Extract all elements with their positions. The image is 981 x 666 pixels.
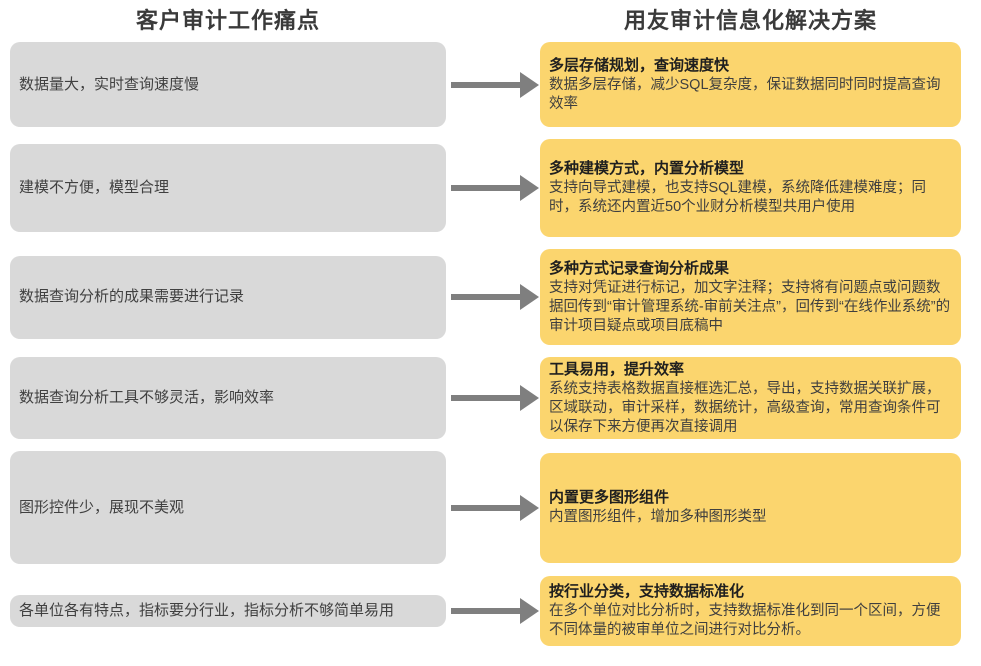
- solution-box: 多种方式记录查询分析成果 支持对凭证进行标记，加文字注释；支持将有问题点或问题数…: [540, 249, 961, 345]
- arrow-line: [451, 395, 520, 401]
- pain-column-title: 客户审计工作痛点: [135, 8, 320, 33]
- pain-text: 数据量大，实时查询速度慢: [19, 75, 200, 93]
- pain-solution-row: 数据查询分析的成果需要进行记录 多种方式记录查询分析成果 支持对凭证进行标记，加…: [10, 249, 981, 345]
- arrow-right-icon: [520, 385, 539, 411]
- column-headers: 客户审计工作痛点 用友审计信息化解决方案: [10, 8, 981, 34]
- solution-box: 多层存储规划，查询速度快 数据多层存储，减少SQL复杂度，保证数据同时同时提高查…: [540, 42, 961, 127]
- solution-box: 多种建模方式，内置分析模型 支持向导式建模，也支持SQL建模，系统降低建模难度；…: [540, 139, 961, 237]
- arrow-line: [451, 81, 520, 88]
- arrow-right-icon: [520, 175, 539, 201]
- solution-box: 内置更多图形组件 内置图形组件，增加多种图形类型: [540, 452, 961, 563]
- arrow-line: [451, 185, 520, 191]
- solution-title: 工具易用，提升效率: [549, 360, 685, 378]
- arrow-right-icon: [520, 494, 539, 521]
- pain-text: 数据查询分析的成果需要进行记录: [19, 288, 245, 305]
- arrow-line: [451, 294, 520, 300]
- pain-box: 各单位各有特点，指标要分行业，指标分析不够简单易用: [10, 595, 446, 627]
- arrow-connector: [446, 175, 540, 201]
- pain-text: 建模不方便，模型合理: [19, 179, 170, 196]
- solution-body: 数据多层存储，减少SQL复杂度，保证数据同时同时提高查询效率: [549, 76, 941, 112]
- solution-box: 工具易用，提升效率 系统支持表格数据直接框选汇总，导出，支持数据关联扩展，区域联…: [540, 357, 961, 439]
- arrow-right-icon: [520, 598, 539, 624]
- arrow-right-icon: [520, 71, 539, 98]
- solution-title: 多种方式记录查询分析成果: [549, 259, 730, 277]
- arrow-connector: [446, 284, 540, 310]
- pain-text: 数据查询分析工具不够灵活，影响效率: [19, 389, 275, 406]
- pain-solution-row: 数据量大，实时查询速度慢 多层存储规划，查询速度快 数据多层存储，减少SQL复杂…: [10, 42, 981, 127]
- solution-body: 系统支持表格数据直接框选汇总，导出，支持数据关联扩展，区域联动，审计采样，数据统…: [549, 380, 941, 435]
- arrow-connector: [446, 71, 540, 98]
- pain-text: 图形控件少，展现不美观: [19, 498, 185, 516]
- pain-box: 图形控件少，展现不美观: [10, 451, 446, 564]
- pain-box: 建模不方便，模型合理: [10, 144, 446, 232]
- solution-box: 按行业分类，支持数据标准化 在多个单位对比分析时，支持数据标准化到同一个区间，方…: [540, 576, 961, 646]
- arrow-connector: [446, 385, 540, 411]
- solution-title: 按行业分类，支持数据标准化: [549, 583, 745, 600]
- arrow-right-icon: [520, 284, 539, 310]
- arrow-connector: [446, 598, 540, 624]
- solution-body: 在多个单位对比分析时，支持数据标准化到同一个区间，方便不同体量的被审单位之间进行…: [549, 603, 941, 638]
- arrow-connector: [446, 494, 540, 521]
- arrow-line: [451, 504, 520, 511]
- solution-column-title: 用友审计信息化解决方案: [623, 8, 877, 33]
- pain-text: 各单位各有特点，指标要分行业，指标分析不够简单易用: [19, 602, 395, 619]
- pain-box: 数据查询分析工具不够灵活，影响效率: [10, 357, 446, 439]
- pain-box: 数据量大，实时查询速度慢: [10, 42, 446, 127]
- pain-solution-row: 图形控件少，展现不美观 内置更多图形组件 内置图形组件，增加多种图形类型: [10, 451, 981, 564]
- arrow-line: [451, 608, 520, 614]
- solution-title: 多种建模方式，内置分析模型: [549, 160, 745, 177]
- pain-box: 数据查询分析的成果需要进行记录: [10, 255, 446, 339]
- pain-solution-row: 数据查询分析工具不够灵活，影响效率 工具易用，提升效率 系统支持表格数据直接框选…: [10, 357, 981, 439]
- solution-title: 内置更多图形组件: [549, 489, 670, 506]
- pain-solution-row: 各单位各有特点，指标要分行业，指标分析不够简单易用 按行业分类，支持数据标准化 …: [10, 576, 981, 646]
- solution-body: 支持向导式建模，也支持SQL建模，系统降低建模难度；同时，系统还内置近50个业财…: [549, 180, 927, 215]
- solution-body: 支持对凭证进行标记，加文字注释；支持将有问题点或问题数据回传到“审计管理系统-审…: [549, 279, 951, 334]
- solution-title: 多层存储规划，查询速度快: [549, 56, 730, 74]
- solution-body: 内置图形组件，增加多种图形类型: [549, 509, 767, 525]
- pain-solution-row: 建模不方便，模型合理 多种建模方式，内置分析模型 支持向导式建模，也支持SQL建…: [10, 139, 981, 237]
